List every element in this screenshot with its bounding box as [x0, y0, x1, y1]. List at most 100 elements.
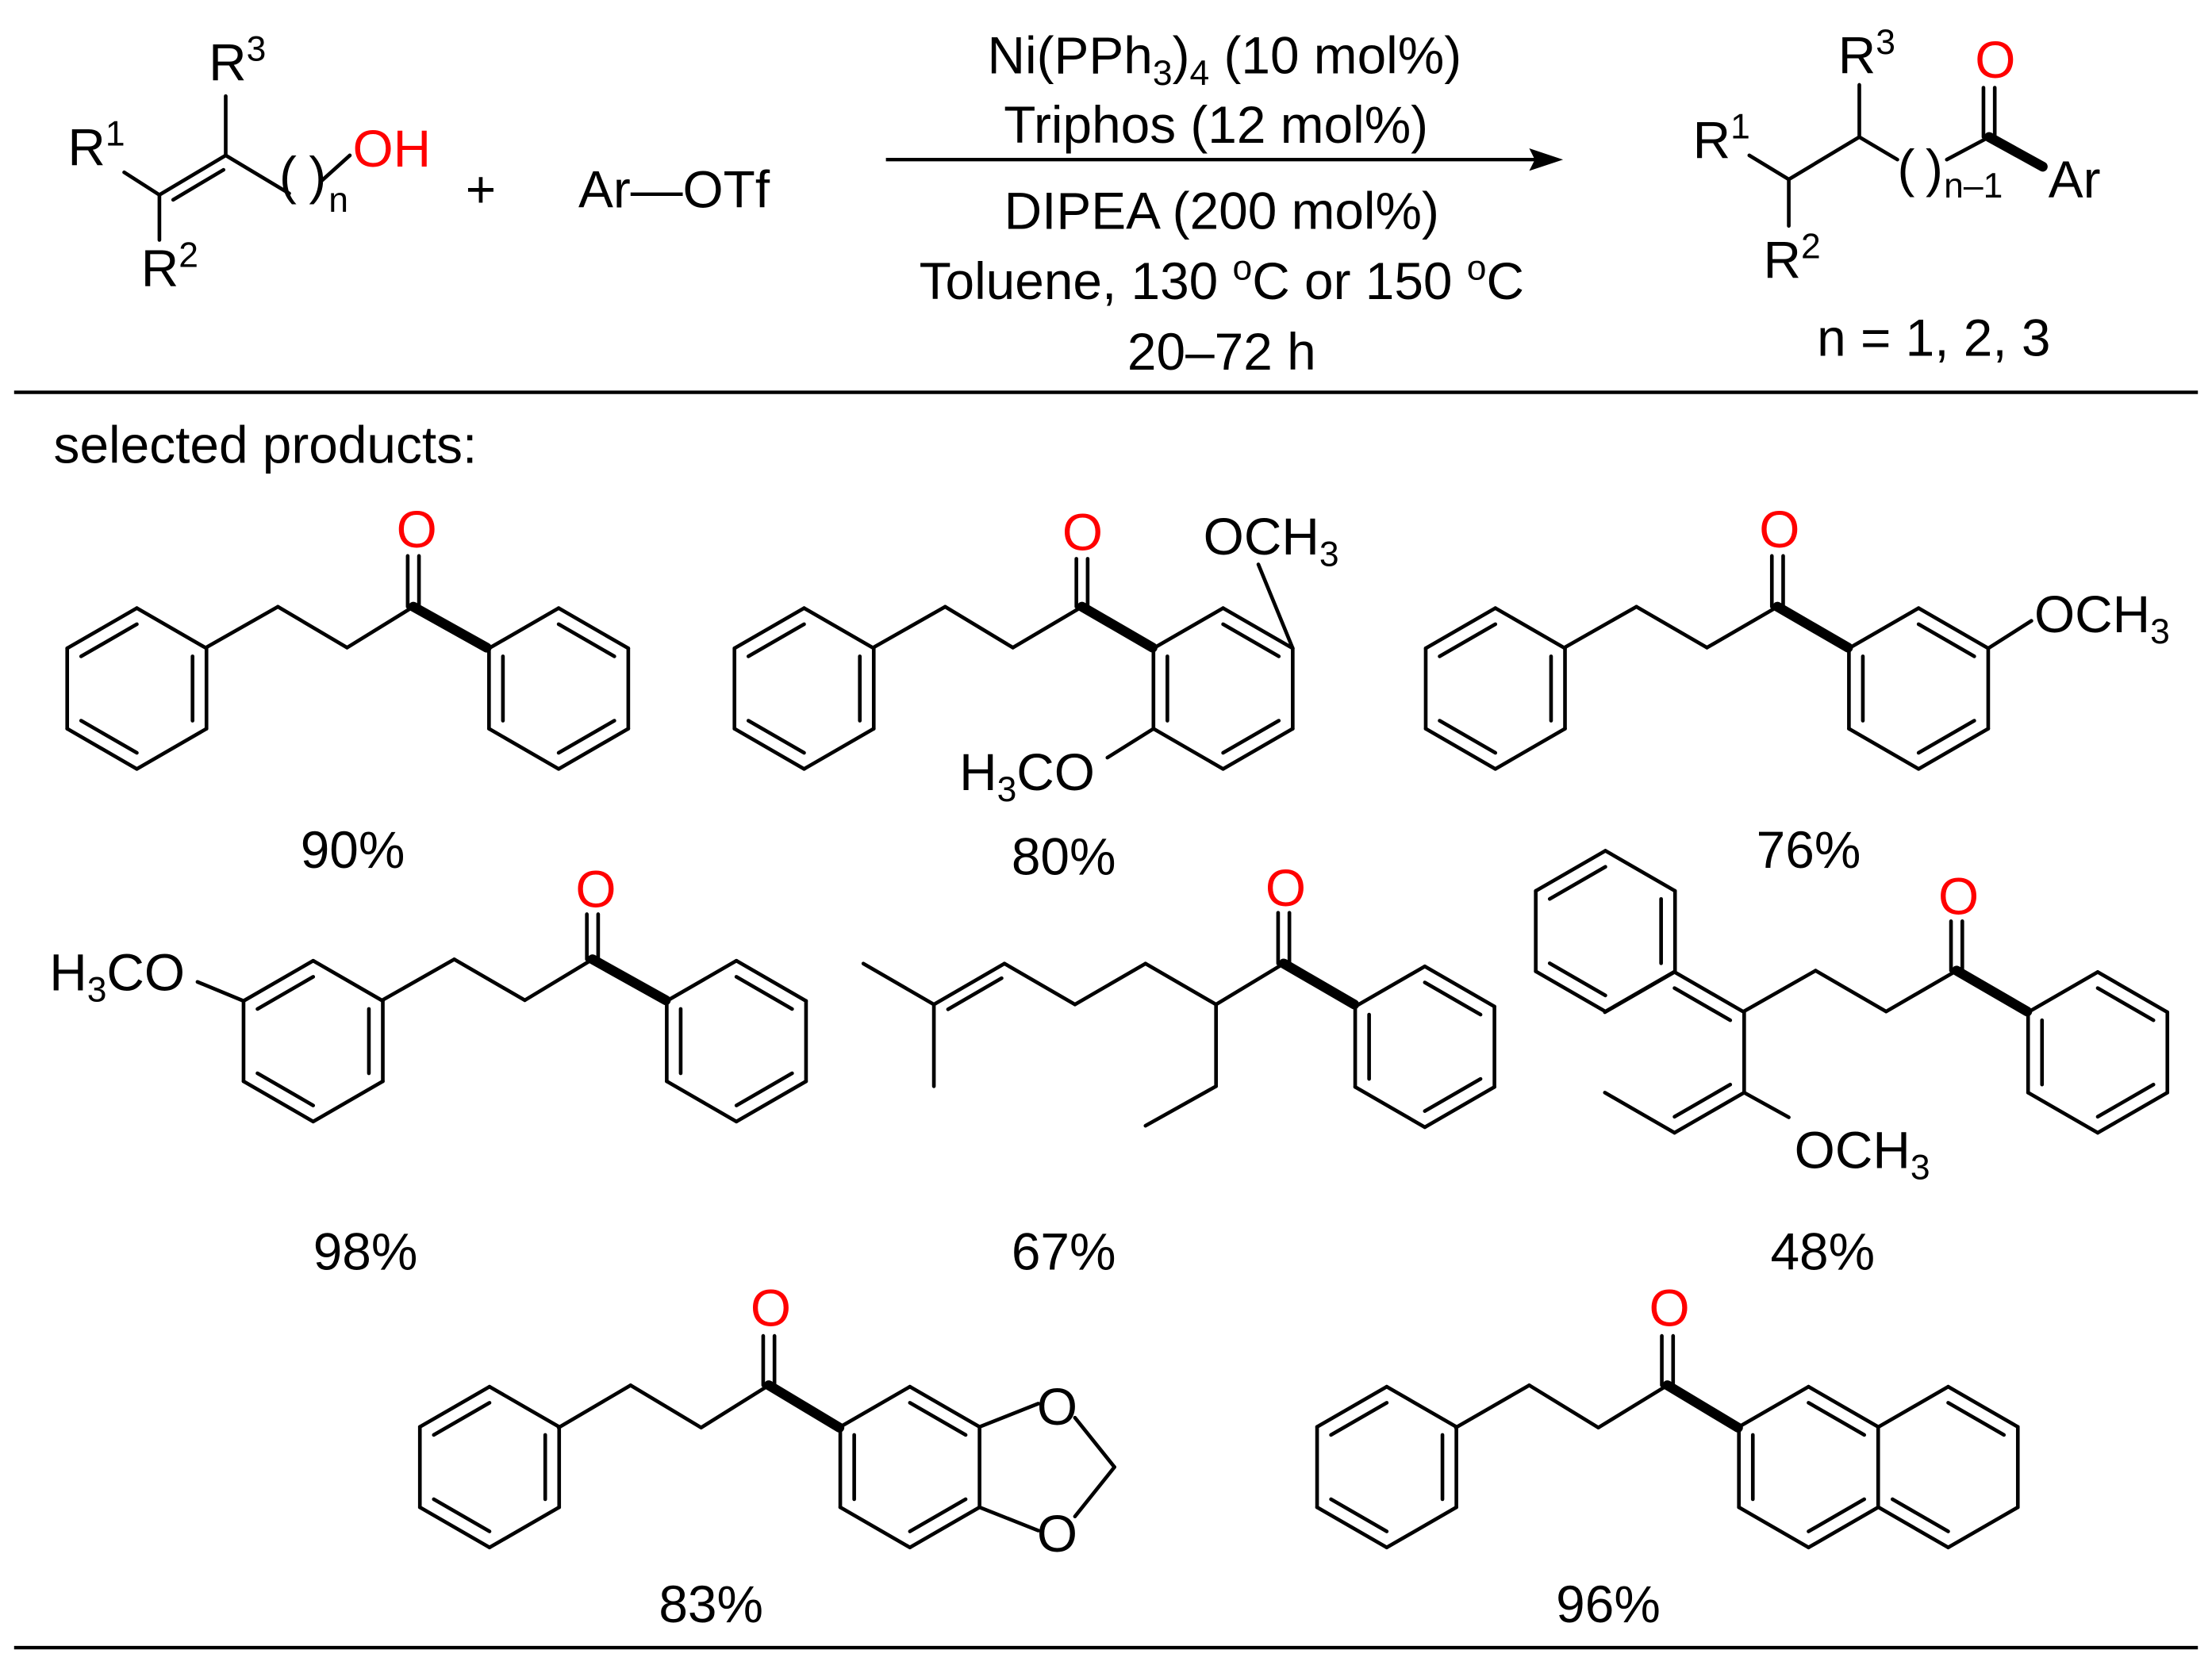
single-bond: [380, 957, 456, 1003]
carbonyl-oxygen: O: [751, 1279, 791, 1337]
ring-bond: [65, 606, 139, 650]
product-r3: R3: [1838, 23, 1895, 85]
ring-bond: [1423, 964, 1496, 1009]
bold-bond: [1951, 965, 2033, 1017]
product-2: O OCH3 H3CO 80%: [959, 503, 1338, 886]
reactant-paren-close: ): [309, 146, 326, 205]
ring-bond: [1672, 1091, 1746, 1135]
ring-bond: [734, 1079, 808, 1124]
single-bond: [204, 604, 280, 650]
ring-bond: [732, 606, 806, 650]
ring-bond: [1946, 1384, 2020, 1429]
reaction-arrow-head: [1529, 148, 1564, 171]
ligand: Triphos (12 mol%): [1004, 95, 1428, 154]
product-1: O 90%: [301, 500, 437, 879]
carbonyl-oxygen: O: [1265, 858, 1306, 917]
dioxole-bond: [1073, 1415, 1116, 1469]
methoxy: OCH3: [1795, 1121, 1930, 1187]
carbonyl-oxygen: O: [1649, 1279, 1690, 1337]
catalyst: Ni(PPh3)4 (10 mol%): [988, 26, 1462, 93]
single-bond: [1747, 153, 1791, 182]
bold-bond: [1772, 601, 1853, 653]
aromatic-double-bond: [255, 975, 316, 1011]
dioxole-bond: [1073, 1465, 1116, 1519]
double-bond-inner: [946, 976, 1004, 1011]
single-bond: [1742, 969, 1818, 1014]
single-bond: [1002, 961, 1077, 1007]
reactant-r1: R1: [67, 114, 125, 176]
product-paren-open: (: [1897, 139, 1914, 198]
single-bond: [1011, 604, 1085, 650]
ring-bond: [241, 958, 316, 1003]
ring-bond: [732, 727, 806, 771]
bold-bond: [1662, 1380, 1743, 1433]
single-bond: [224, 153, 291, 196]
single-bond: [1143, 961, 1219, 1007]
single-bond: [871, 604, 947, 650]
aromatic-double-bond: [1329, 1497, 1389, 1533]
ring-bond: [1946, 1505, 2020, 1550]
ring-bond: [2026, 970, 2100, 1015]
single-bond: [1705, 604, 1780, 650]
ring-bond: [908, 1384, 981, 1429]
yield-label: 96%: [1556, 1575, 1661, 1633]
single-bond: [699, 1383, 771, 1429]
aromatic-double-bond: [556, 719, 616, 755]
ring-bond: [1534, 969, 1607, 1014]
ring-bond: [1737, 1505, 1811, 1550]
ring-bond: [1493, 606, 1567, 650]
ring-bond: [838, 1505, 912, 1550]
ring-bond: [1603, 849, 1677, 893]
single-bond: [1596, 1383, 1669, 1429]
aromatic-double-bond: [1438, 719, 1498, 755]
aromatic-double-bond: [1438, 622, 1498, 658]
ring-bond: [311, 1079, 385, 1124]
dioxole-bond: [977, 1402, 1040, 1429]
n-values: n = 1, 2, 3: [1817, 308, 2050, 366]
single-bond: [1814, 969, 1888, 1014]
ring-bond: [487, 727, 561, 771]
ring-bond: [1315, 1384, 1389, 1429]
carbonyl-oxygen: O: [397, 500, 437, 558]
single-bond: [556, 1383, 633, 1429]
ring-bond: [1876, 1505, 1950, 1550]
ring-bond: [1916, 727, 1991, 771]
bold-bond: [1077, 601, 1158, 653]
methoxy: OCH3: [2034, 585, 2170, 651]
aryl-triflate: Ar—OTf: [578, 160, 770, 219]
aromatic-double-bond: [1672, 986, 1733, 1023]
single-bond: [345, 604, 416, 650]
aromatic-double-bond: [2095, 1082, 2156, 1119]
aromatic-double-bond: [1221, 719, 1281, 755]
aromatic-double-bond: [734, 975, 794, 1011]
ring-bond: [1807, 1505, 1880, 1550]
aromatic-double-bond: [1221, 622, 1281, 658]
single-bond: [628, 1383, 704, 1429]
ring-bond: [1493, 727, 1567, 771]
single-bond: [523, 957, 595, 1003]
ring-bond: [2095, 970, 2170, 1015]
bold-bond: [408, 601, 492, 653]
ring-bond: [908, 1505, 981, 1550]
ring-bond: [487, 1384, 562, 1429]
reactant-alkenol: R1 R3 R2 ( ) n OH: [67, 30, 431, 297]
aromatic-double-bond: [1672, 1082, 1733, 1119]
product-3: O OCH3 76%: [1757, 500, 2170, 879]
ring-bond: [1353, 1084, 1427, 1130]
product-7: O O O 83%: [659, 1279, 1077, 1633]
ring-bond: [241, 1079, 316, 1124]
double-bond-inner: [171, 167, 226, 202]
double-bond: [931, 961, 1007, 1007]
ring-bond: [1807, 1384, 1880, 1429]
plus-sign: +: [466, 160, 496, 219]
ring-bond: [1847, 606, 1921, 650]
aromatic-double-bond: [556, 622, 616, 658]
ring-bond: [1534, 849, 1607, 893]
single-bond: [452, 957, 527, 1003]
aromatic-double-bond: [2095, 986, 2156, 1023]
solvent-temperature: Toluene, 130 oC or 150 oC: [920, 248, 1524, 310]
dioxole-bond: [977, 1505, 1040, 1533]
reaction-conditions: Ni(PPh3)4 (10 mol%) Triphos (12 mol%) DI…: [920, 26, 1524, 381]
aromatic-double-bond: [1807, 1401, 1867, 1437]
aromatic-double-bond: [1423, 1076, 1483, 1113]
